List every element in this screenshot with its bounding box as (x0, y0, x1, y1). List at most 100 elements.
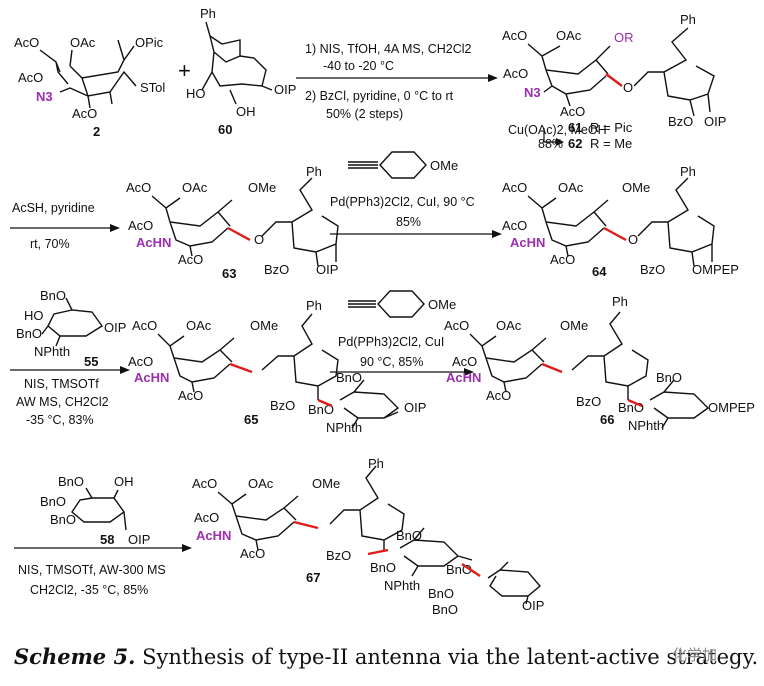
c66-number: 66 (600, 412, 614, 427)
c2-stol: STol (140, 80, 165, 95)
compound-67: AcO OAc OMe AcO AcHN AcO Ph BzO BnO BnO … (192, 456, 544, 617)
c64-ompep: OMPEP (692, 262, 739, 277)
c63-ph: Ph (306, 164, 322, 179)
arrowhead-step4 (492, 230, 502, 238)
c60-ph: Ph (200, 6, 216, 21)
c66-nphth: NPhth (628, 418, 664, 433)
c66-aco-2: AcO (452, 354, 477, 369)
c60-number: 60 (218, 122, 232, 137)
c63-oac: OAc (182, 180, 208, 195)
c58-bno-2: BnO (40, 494, 66, 509)
step3-line2: rt, 70% (30, 237, 70, 251)
c67-bzo: BzO (326, 548, 351, 563)
arrowhead-step6 (464, 368, 474, 376)
c61-glyco-o: O (623, 80, 633, 95)
step5-line1: NIS, TMSOTf (24, 377, 99, 391)
step5-line3: -35 °C, 83% (26, 413, 94, 427)
step1-line1: 1) NIS, TfOH, 4A MS, CH2Cl2 (305, 42, 472, 56)
c65-oac: OAc (186, 318, 212, 333)
plus-sign: + (178, 58, 191, 83)
c2-azide: N3 (36, 89, 53, 104)
c61-bzo: BzO (668, 114, 693, 129)
c2-opic: OPic (135, 35, 164, 50)
step6-line1: Pd(PPh3)2Cl2, CuI (338, 335, 444, 349)
c65-bzo: BzO (270, 398, 295, 413)
step5-line2: AW MS, CH2Cl2 (16, 395, 109, 409)
compound-65: AcO OAc OMe AcO AcHN AcO Ph BzO BnO BnO … (128, 298, 426, 435)
c65-aco-1: AcO (132, 318, 157, 333)
c58-oip: OIP (128, 532, 150, 547)
arrowhead-step5 (120, 366, 130, 374)
reagent-ome: OMe (430, 158, 458, 173)
c66-aco-3: AcO (486, 388, 511, 403)
c67-oip: OIP (522, 598, 544, 613)
reagent2-ome: OMe (428, 297, 456, 312)
compound-58: BnO OH BnO BnO OIP 58 (40, 474, 150, 547)
c64-ome: OMe (622, 180, 650, 195)
step7-line1: NIS, TMSOTf, AW-300 MS (18, 563, 166, 577)
c61-oip: OIP (704, 114, 726, 129)
arrow-step2 (543, 128, 556, 143)
c55-ho: HO (24, 308, 44, 323)
c65-number: 65 (244, 412, 258, 427)
c66-oac: OAc (496, 318, 522, 333)
c65-nphth: NPhth (326, 420, 362, 435)
c65-achn: AcHN (134, 370, 169, 385)
c66-aco-1: AcO (444, 318, 469, 333)
c61-r-pic: R = Pic (590, 120, 633, 135)
c62-number: 62 (568, 136, 582, 151)
c64-aco-2: AcO (502, 218, 527, 233)
c64-aco-1: AcO (502, 180, 527, 195)
c67-bno-4: BnO (428, 586, 454, 601)
c66-ompep: OMPEP (708, 400, 755, 415)
c67-ome: OMe (312, 476, 340, 491)
compound-61-62: AcO OAc OR AcO N3 AcO Ph BzO OIP O (502, 12, 726, 129)
c63-aco-3: AcO (178, 252, 203, 267)
c65-ph: Ph (306, 298, 322, 313)
reagent-methoxyphenylacetylene-2: OMe (348, 290, 456, 318)
arrowhead-step1 (488, 74, 498, 82)
c63-achn: AcHN (136, 235, 171, 250)
caption-text: Synthesis of type-II antenna via the lat… (142, 645, 759, 669)
c55-bno-2: BnO (16, 326, 42, 341)
step1-line3: 2) BzCl, pyridine, 0 °C to rt (305, 89, 454, 103)
step4-line1: Pd(PPh3)2Cl2, CuI, 90 °C (330, 195, 475, 209)
arrowhead-step3 (110, 224, 120, 232)
c66-ome: OMe (560, 318, 588, 333)
c61-azide: N3 (524, 85, 541, 100)
c2-aco-2: AcO (18, 70, 43, 85)
step6-line2: 90 °C, 85% (360, 355, 423, 369)
c67-aco-3: AcO (240, 546, 265, 561)
compound-64: AcO OAc OMe AcO AcHN AcO Ph BzO OMPEP O … (502, 164, 739, 279)
c66-ph: Ph (612, 294, 628, 309)
scheme-caption: Scheme 5. Synthesis of type-II antenna v… (14, 644, 758, 669)
c67-achn: AcHN (196, 528, 231, 543)
c58-oh: OH (114, 474, 134, 489)
c55-oip: OIP (104, 320, 126, 335)
c64-glyco-o: O (628, 232, 638, 247)
c67-ph: Ph (368, 456, 384, 471)
c63-number: 63 (222, 266, 236, 281)
c65-ome: OMe (250, 318, 278, 333)
c61-aco-2: AcO (503, 66, 528, 81)
c55-nphth: NPhth (34, 344, 70, 359)
c65-oip: OIP (404, 400, 426, 415)
c66-bzo: BzO (576, 394, 601, 409)
watermark-text: 化学加 (672, 646, 718, 664)
c63-ome: OMe (248, 180, 276, 195)
c2-oac: OAc (70, 35, 96, 50)
c67-aco-2: AcO (194, 510, 219, 525)
c60-ho: HO (186, 86, 206, 101)
c58-number: 58 (100, 532, 114, 547)
arrowhead-step7 (182, 544, 192, 552)
compound-60: Ph HO OH OIP 60 (186, 6, 296, 137)
step4-line2: 85% (396, 215, 421, 229)
c63-aco-2: AcO (128, 218, 153, 233)
c2-aco-3: AcO (72, 106, 97, 121)
c67-oac: OAc (248, 476, 274, 491)
step3-line1: AcSH, pyridine (12, 201, 95, 215)
compound-66: AcO OAc OMe AcO AcHN AcO Ph BzO BnO BnO … (444, 294, 755, 433)
c66-bno-1: BnO (656, 370, 682, 385)
c55-bno-1: BnO (40, 288, 66, 303)
